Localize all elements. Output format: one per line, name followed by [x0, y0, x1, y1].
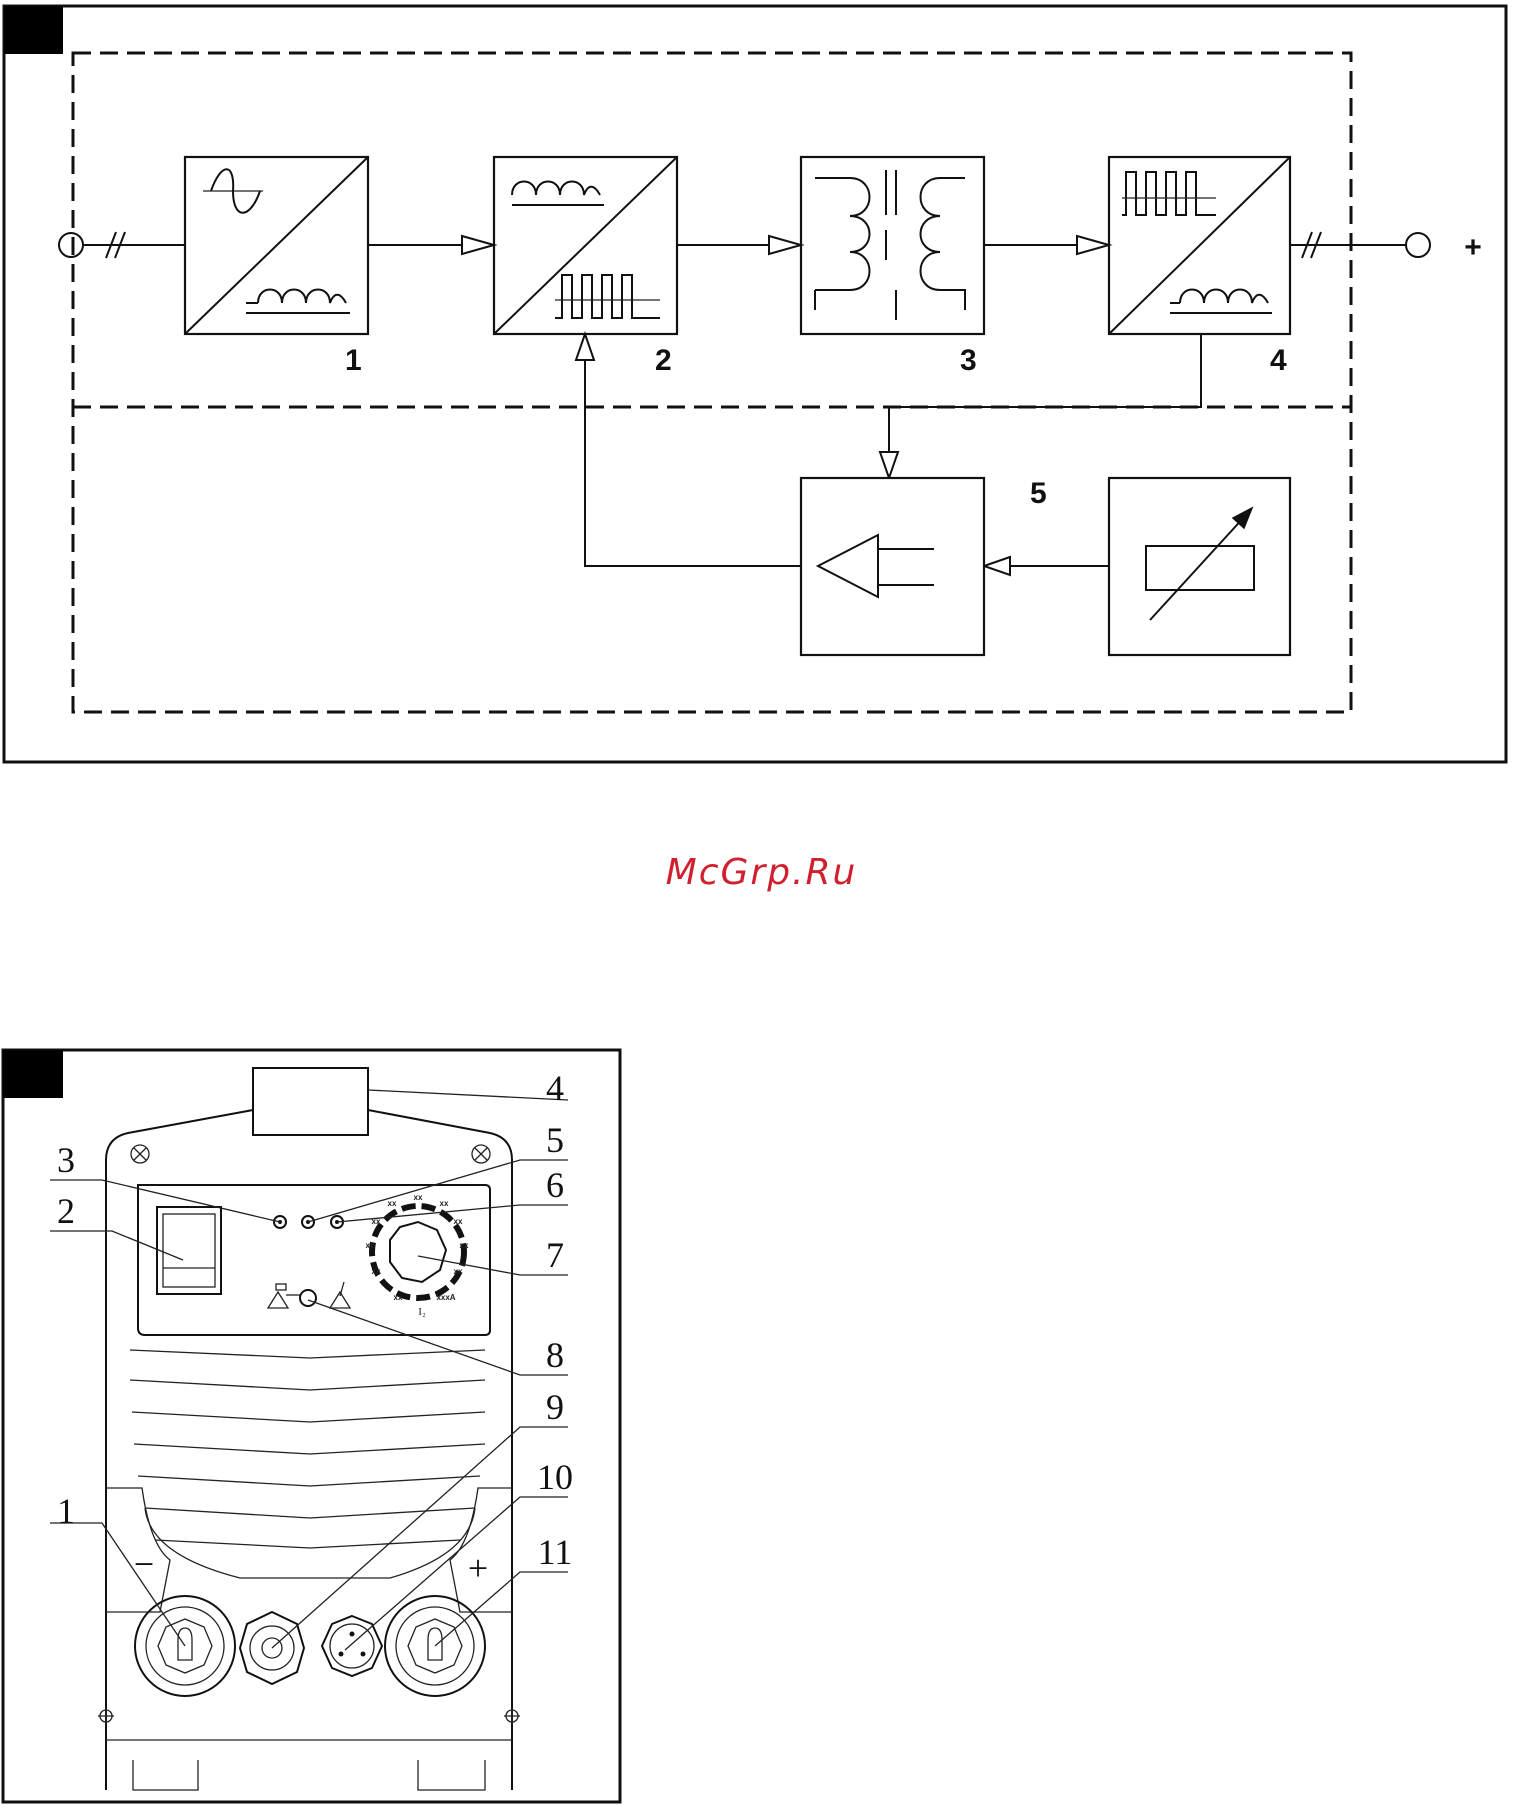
callout-2: 2 [57, 1191, 75, 1231]
callout-11: 11 [538, 1532, 573, 1572]
callout-1: 1 [57, 1491, 75, 1531]
watermark-text: McGrp.Ru [0, 852, 1523, 893]
output-plus-sign: + [1464, 231, 1482, 264]
figure-tab [3, 1050, 63, 1098]
minus-polarity-sign: − [134, 1544, 154, 1584]
block-number-3: 3 [960, 344, 977, 377]
dial-mark: xx [454, 1267, 463, 1276]
dial-mark: xx [388, 1199, 397, 1208]
block-transformer [801, 157, 984, 334]
callout-8: 8 [546, 1335, 564, 1375]
dial-mark: xxxA [436, 1293, 455, 1302]
dial-mark: xx [394, 1293, 403, 1302]
dial-mark: xx [454, 1217, 463, 1226]
callout-7: 7 [546, 1235, 564, 1275]
block-diagram: 1 2 3 [4, 6, 1506, 762]
block-number-1: 1 [345, 344, 362, 377]
dial-mark: xx [414, 1193, 423, 1202]
callout-5: 5 [546, 1120, 564, 1160]
dial-mark: xx [440, 1199, 449, 1208]
block-setpoint [1109, 478, 1290, 655]
block-comparator [801, 478, 984, 655]
power-switch[interactable] [157, 1207, 221, 1294]
callout-4: 4 [546, 1068, 564, 1108]
callout-10: 10 [537, 1457, 573, 1497]
dial-mark: xx [366, 1241, 375, 1250]
front-panel-frame [3, 1050, 620, 1802]
block-output-rectifier [1109, 157, 1290, 334]
block-number-4: 4 [1270, 344, 1287, 377]
block-number-5: 5 [1030, 477, 1047, 510]
callout-3: 3 [57, 1140, 75, 1180]
dial-mark: xx [372, 1267, 381, 1276]
plus-polarity-sign: + [468, 1548, 488, 1588]
front-panel-figure: xx xx xx xx xx xx xx xx xx xx xxxA I₂ [3, 1050, 620, 1802]
dial-label: I₂ [418, 1306, 426, 1318]
figure-tab [4, 6, 63, 54]
carry-handle [253, 1068, 368, 1135]
callout-9: 9 [546, 1387, 564, 1427]
block-inverter [494, 157, 677, 334]
block-number-2: 2 [655, 344, 672, 377]
block-rectifier [185, 157, 368, 334]
callout-6: 6 [546, 1165, 564, 1205]
dial-mark: xx [460, 1241, 469, 1250]
